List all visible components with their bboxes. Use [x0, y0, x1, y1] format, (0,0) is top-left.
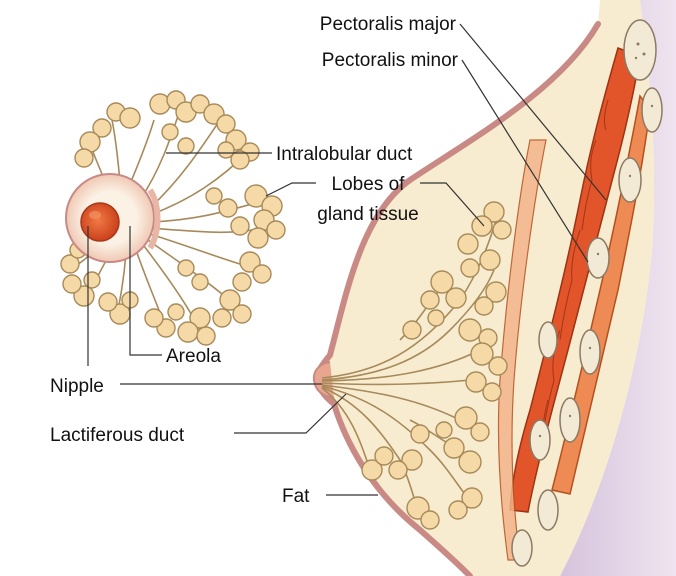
leader-lobes-left — [266, 183, 316, 196]
label-nipple: Nipple — [50, 376, 104, 397]
label-pectoralis-major: Pectoralis major — [320, 14, 457, 35]
label-pectoralis-minor: Pectoralis minor — [322, 50, 459, 71]
nipple — [81, 203, 119, 241]
label-fat: Fat — [282, 486, 310, 507]
label-lobes-line2: gland tissue — [317, 204, 418, 225]
label-lactiferous-duct: Lactiferous duct — [50, 425, 185, 446]
label-intralobular-duct: Intralobular duct — [276, 144, 413, 165]
label-lobes-line1: Lobes of — [332, 174, 406, 195]
label-areola: Areola — [166, 346, 221, 367]
